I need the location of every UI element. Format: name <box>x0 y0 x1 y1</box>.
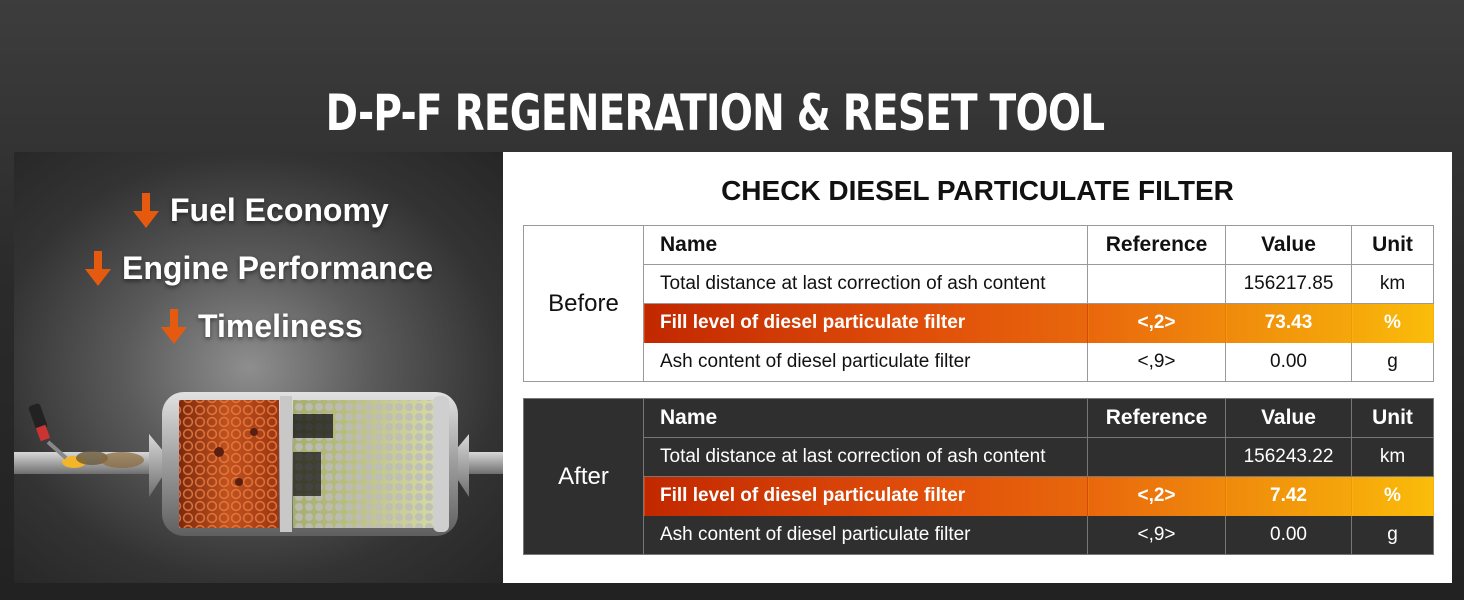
table-row-highlighted: Fill level of diesel particulate filter … <box>524 303 1434 343</box>
page-title: D-P-F REGENERATION & RESET TOOL <box>325 84 1105 142</box>
down-arrow-icon <box>133 192 159 228</box>
panel-title: CHECK DIESEL PARTICULATE FILTER <box>721 175 1234 206</box>
column-header-value: Value <box>1225 398 1352 438</box>
table-header-row: After Name Reference Value Unit <box>523 398 1434 555</box>
row-unit: km <box>1351 437 1434 477</box>
row-value: 0.00 <box>1225 515 1352 555</box>
benefit-fuel-economy: Fuel Economy <box>132 192 389 229</box>
column-header-unit: Unit <box>1351 225 1434 265</box>
table-row: Ash content of diesel particulate filter… <box>524 342 1434 382</box>
down-arrow-icon <box>161 308 187 344</box>
row-value: 73.43 <box>1225 303 1352 343</box>
stage-label: Before <box>523 225 644 382</box>
row-unit: % <box>1351 476 1434 516</box>
row-reference <box>1087 437 1226 477</box>
column-header-name: Name <box>643 225 1088 265</box>
row-value: 0.00 <box>1225 342 1352 382</box>
row-reference <box>1087 264 1226 304</box>
table-header-row: Before Name Reference Value Unit <box>523 225 1434 382</box>
row-name: Total distance at last correction of ash… <box>643 264 1088 304</box>
row-unit: km <box>1351 264 1434 304</box>
table-row: Total distance at last correction of ash… <box>524 437 1434 477</box>
row-reference: <,2> <box>1087 303 1226 343</box>
dpf-illustration-panel: Fuel Economy Engine Performance Timeline… <box>14 152 503 583</box>
table-row-highlighted: Fill level of diesel particulate filter … <box>524 476 1434 516</box>
after-table: After Name Reference Value Unit Total di… <box>523 398 1434 555</box>
row-unit: g <box>1351 515 1434 555</box>
column-header-value: Value <box>1225 225 1352 265</box>
row-name: Fill level of diesel particulate filter <box>643 303 1088 343</box>
stage-label: After <box>523 398 644 555</box>
row-value: 156217.85 <box>1225 264 1352 304</box>
table-row: Ash content of diesel particulate filter… <box>524 515 1434 555</box>
row-unit: % <box>1351 303 1434 343</box>
dpf-filter-illustration <box>14 392 503 536</box>
row-name: Ash content of diesel particulate filter <box>643 515 1088 555</box>
row-unit: g <box>1351 342 1434 382</box>
column-header-name: Name <box>643 398 1088 438</box>
row-reference: <,9> <box>1087 515 1226 555</box>
dpf-check-panel: CHECK DIESEL PARTICULATE FILTER Before N… <box>503 152 1452 583</box>
benefit-timeliness: Timeliness <box>160 308 363 345</box>
column-header-unit: Unit <box>1351 398 1434 438</box>
row-name: Total distance at last correction of ash… <box>643 437 1088 477</box>
row-name: Ash content of diesel particulate filter <box>643 342 1088 382</box>
column-header-reference: Reference <box>1087 398 1226 438</box>
before-table: Before Name Reference Value Unit Total d… <box>523 225 1434 382</box>
table-row: Total distance at last correction of ash… <box>524 264 1434 304</box>
row-value: 156243.22 <box>1225 437 1352 477</box>
row-value: 7.42 <box>1225 476 1352 516</box>
benefit-engine-performance: Engine Performance <box>84 250 433 287</box>
column-header-reference: Reference <box>1087 225 1226 265</box>
down-arrow-icon <box>85 250 111 286</box>
row-reference: <,9> <box>1087 342 1226 382</box>
row-name: Fill level of diesel particulate filter <box>643 476 1088 516</box>
row-reference: <,2> <box>1087 476 1226 516</box>
